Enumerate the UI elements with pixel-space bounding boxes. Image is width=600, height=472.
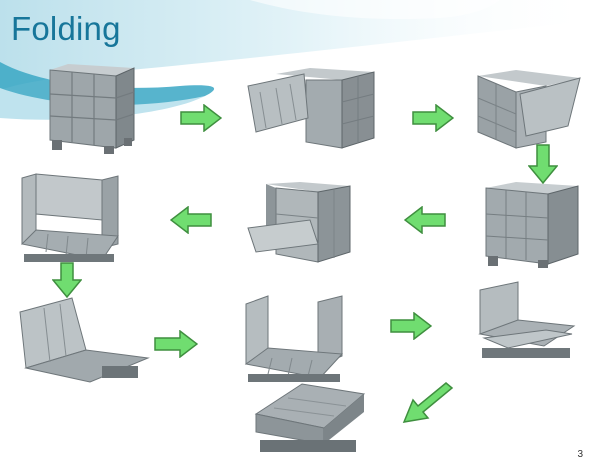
arrow-right-icon (412, 104, 454, 132)
step-6-three-walls (20, 173, 119, 262)
arrow-right-icon (180, 104, 222, 132)
step-4-front-removed (485, 182, 579, 268)
step-8-two-side-walls (244, 295, 344, 382)
arrow-down-left-icon (402, 382, 454, 423)
arrow-down-icon (528, 144, 558, 184)
slide-title: Folding (11, 10, 121, 47)
step-10-fully-folded (254, 383, 366, 452)
arrow-down-icon (52, 262, 82, 298)
arrow-right-icon (154, 330, 198, 358)
page-number: 3 (577, 449, 583, 460)
step-3-door-folded-in (477, 70, 581, 149)
step-1-closed-container (49, 64, 135, 154)
arrow-right-icon (390, 312, 432, 340)
step-9-one-wall-folded (478, 281, 576, 358)
arrow-left-icon (170, 206, 212, 234)
step-2-door-opening (247, 68, 375, 149)
step-7-side-folding (19, 297, 150, 383)
arrow-left-icon (404, 206, 446, 234)
step-5-panel-folding (247, 182, 351, 263)
